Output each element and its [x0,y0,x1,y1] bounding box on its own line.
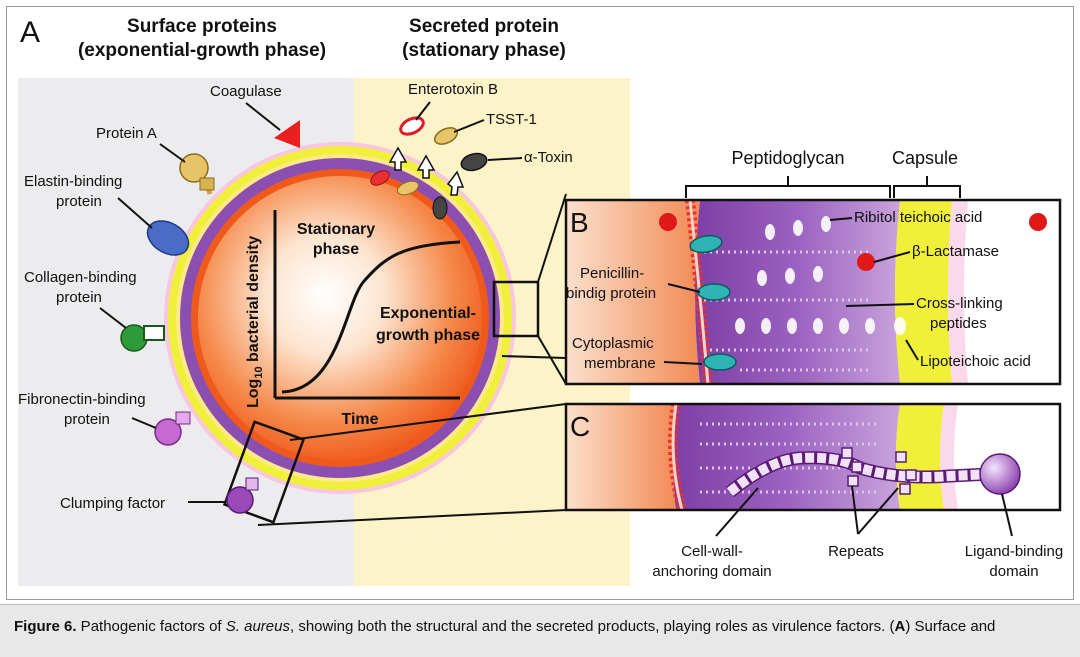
panel-label-a: A [20,16,40,49]
enterotoxin-label: Enterotoxin B [408,81,498,98]
ligand-binding-domain-icon [979,453,1021,495]
tsst-label: TSST-1 [486,111,537,128]
panel-label-c: C [570,411,590,442]
panel-c [564,402,1062,512]
anchor-label-1: Cell-wall- [681,543,743,560]
collagen-binding-icon [120,324,165,352]
stationary-label-1: Stationary [297,221,375,238]
lipoteichoic-label: Lipoteichoic acid [920,353,1031,370]
arrow-icon [388,146,408,171]
clumping-factor-icon [226,477,259,514]
panel-label-b: B [570,207,589,238]
caption-figure-label: Figure 6. [14,618,77,635]
header-secreted-line1: Secreted protein [409,16,559,37]
fibronectin-binding-icon [154,411,191,446]
coagulase-icon [274,120,300,148]
pbp-label-1: Penicillin- [580,265,644,282]
protein-a-label: Protein A [96,125,157,142]
header-surface-line2: (exponential-growth phase) [78,40,326,61]
y-axis-label: Log10 bacterial density [245,236,265,408]
growth-curve-line [281,240,461,394]
lactamase-label: β-Lactamase [912,243,999,260]
clumping-factor-label: Clumping factor [60,495,165,512]
elastin-label-2: protein [56,193,102,210]
exponential-label-2: growth phase [376,327,480,344]
coagulase-label: Coagulase [210,83,282,100]
crosslink-label-1: Cross-linking [916,295,1003,312]
figure-caption: Figure 6. Pathogenic factors of S. aureu… [14,617,1074,637]
capsule-bracket [893,176,961,198]
collagen-label-2: protein [56,289,102,306]
caption-species: S. aureus [225,618,290,635]
caption-text-1: Pathogenic factors of [76,618,226,635]
collagen-label-1: Collagen-binding [24,269,137,286]
peptidoglycan-bracket [685,176,891,198]
header-surface-line1: Surface proteins [127,16,277,37]
x-axis-label: Time [341,411,378,428]
header-secreted-line2: (stationary phase) [402,40,566,61]
ligand-label-2: domain [989,563,1038,580]
beta-lactamase-icon [659,213,1047,271]
caption-text-3: ) Surface and [905,618,996,635]
growth-curve-chart: Stationary phase Exponential- growth pha… [245,210,480,428]
anchor-label-2: anchoring domain [652,563,771,580]
ribitol-label: Ribitol teichoic acid [854,209,982,226]
stationary-label-2: phase [313,241,359,258]
peptidoglycan-label: Peptidoglycan [731,148,844,168]
elastin-binding-icon [146,220,190,256]
figure-illustration: A Surface proteins (exponential-growth p… [18,16,1063,586]
caption-panel-ref: A [894,618,906,635]
crosslink-label-2: peptides [930,315,987,332]
ligand-label-1: Ligand-binding [965,543,1063,560]
exponential-label-1: Exponential- [380,305,476,322]
zoom-box-b [492,280,540,338]
repeats-label: Repeats [828,543,884,560]
panel-b [564,198,1062,386]
pbp-label-2: bindig protein [566,285,656,302]
zoom-box-c [222,420,306,524]
arrow-icon [446,170,465,196]
elastin-label-1: Elastin-binding [24,173,122,190]
fibronectin-label-2: protein [64,411,110,428]
bacterial-cell [164,142,516,494]
secreted-toxins [370,116,488,220]
capsule-label: Capsule [892,148,958,168]
membrane-label-2: membrane [584,355,656,372]
fibronectin-label-1: Fibronectin-binding [18,391,146,408]
caption-text-2: , showing both the structural and the se… [290,618,895,635]
membrane-label-1: Cytoplasmic [572,335,654,352]
arrow-icon [416,154,436,179]
caption-bar: Figure 6. Pathogenic factors of S. aureu… [0,604,1080,657]
protein-a-icon [179,153,215,195]
alpha-toxin-label: α-Toxin [524,149,573,166]
